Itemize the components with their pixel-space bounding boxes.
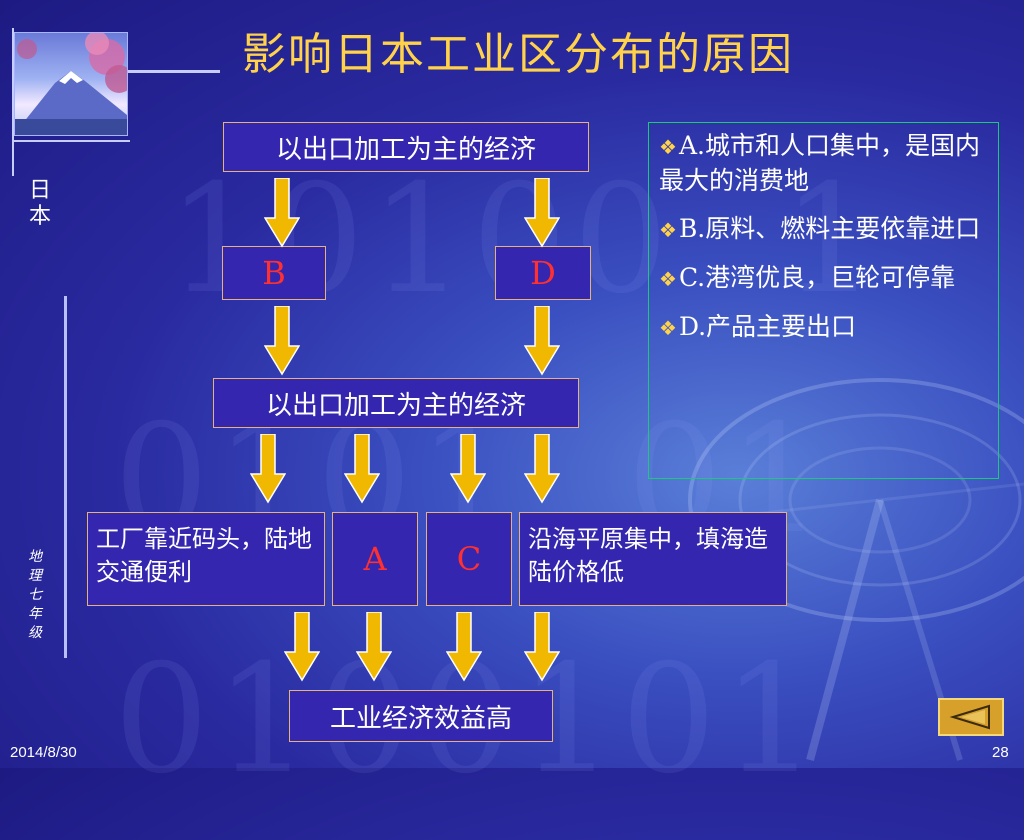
middle-box: 以出口加工为主的经济 bbox=[213, 378, 579, 428]
arrow-down-icon bbox=[524, 178, 560, 248]
page-title: 影响日本工业区分布的原因 bbox=[242, 29, 794, 80]
arrow-down-icon bbox=[250, 434, 286, 504]
letter-a: A bbox=[363, 540, 387, 578]
letter-d: D bbox=[530, 254, 556, 292]
arrow-down-icon bbox=[524, 434, 560, 504]
side-label: 日本 bbox=[28, 178, 51, 229]
bottom-box: 工业经济效益高 bbox=[289, 690, 553, 742]
arrow-down-icon bbox=[264, 306, 300, 376]
option-item: ❖A.城市和人口集中，是国内最大的消费地 bbox=[659, 129, 988, 198]
option-text: D.产品主要出口 bbox=[678, 312, 857, 341]
right-reason-text: 沿海平原集中，填海造陆价格低 bbox=[528, 525, 768, 586]
diamond-bullet-icon: ❖ bbox=[659, 316, 677, 340]
option-item: ❖D.产品主要出口 bbox=[659, 310, 988, 345]
letter-c: C bbox=[456, 540, 482, 578]
grade-label: 地理七年级 bbox=[28, 549, 42, 641]
right-reason-box: 沿海平原集中，填海造陆价格低 bbox=[519, 512, 787, 606]
slide-date: 2014/8/30 bbox=[10, 744, 77, 761]
arrow-down-icon bbox=[524, 612, 560, 682]
option-text: A.城市和人口集中，是国内最大的消费地 bbox=[659, 131, 980, 195]
option-text: C.港湾优良，巨轮可停靠 bbox=[678, 263, 956, 292]
option-item: ❖C.港湾优良，巨轮可停靠 bbox=[659, 261, 988, 296]
letter-b: B bbox=[262, 254, 286, 292]
letter-box-c: C bbox=[426, 512, 512, 606]
side-vertical-line bbox=[64, 296, 67, 658]
arrow-down-icon bbox=[284, 612, 320, 682]
option-text: B.原料、燃料主要依靠进口 bbox=[678, 214, 981, 243]
left-reason-box: 工厂靠近码头，陆地交通便利 bbox=[87, 512, 325, 606]
slide-number: 28 bbox=[992, 744, 1009, 761]
option-item: ❖B.原料、燃料主要依靠进口 bbox=[659, 212, 988, 247]
arrow-down-icon bbox=[446, 612, 482, 682]
mount-fuji-photo bbox=[14, 32, 128, 136]
top-box-text: 以出口加工为主的经济 bbox=[275, 134, 536, 165]
diamond-bullet-icon: ❖ bbox=[659, 267, 677, 291]
diamond-bullet-icon: ❖ bbox=[659, 218, 677, 242]
header-horizontal-line bbox=[128, 70, 220, 73]
options-box: ❖A.城市和人口集中，是国内最大的消费地 ❖B.原料、燃料主要依靠进口 ❖C.港… bbox=[648, 122, 999, 479]
back-triangle-icon bbox=[949, 704, 990, 730]
arrow-down-icon bbox=[264, 178, 300, 248]
back-button[interactable] bbox=[938, 698, 1004, 736]
middle-box-text: 以出口加工为主的经济 bbox=[265, 390, 526, 421]
arrow-down-icon bbox=[524, 306, 560, 376]
left-reason-text: 工厂靠近码头，陆地交通便利 bbox=[96, 525, 312, 586]
header-underline bbox=[14, 140, 130, 142]
arrow-down-icon bbox=[356, 612, 392, 682]
letter-box-a: A bbox=[332, 512, 418, 606]
header-vertical-line bbox=[12, 28, 14, 176]
arrow-down-icon bbox=[450, 434, 486, 504]
letter-box-b: B bbox=[222, 246, 326, 300]
diamond-bullet-icon: ❖ bbox=[659, 135, 677, 159]
arrow-down-icon bbox=[344, 434, 380, 504]
top-box: 以出口加工为主的经济 bbox=[223, 122, 589, 172]
bottom-box-text: 工业经济效益高 bbox=[329, 703, 512, 734]
letter-box-d: D bbox=[495, 246, 591, 300]
